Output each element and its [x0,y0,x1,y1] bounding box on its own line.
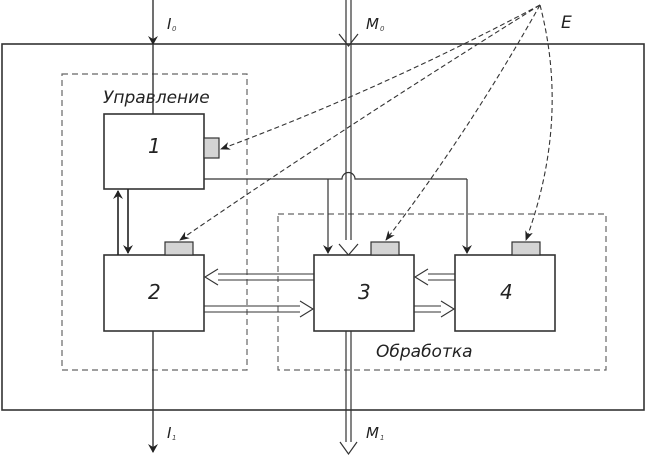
flow-3-to-2 [203,268,314,286]
flow-4-to-3 [413,268,455,286]
block-4-sensor [511,241,541,256]
env-arrow-to-block-3 [385,4,541,241]
svg-text:M: M [366,15,379,33]
control-line-1 [204,171,467,180]
block-1[interactable]: 1 [103,113,205,190]
block-4-label: 4 [500,280,513,304]
env-arrow-to-block-4 [525,4,553,241]
material-input-arrow [338,0,359,256]
block-3[interactable]: 3 [313,254,415,332]
info-input-label: I 0 [167,15,177,33]
svg-text:I: I [167,15,172,33]
block-4[interactable]: 4 [454,254,556,332]
svg-text:0: 0 [380,25,385,33]
block-1-label: 1 [148,134,161,158]
block-3-sensor [370,241,400,256]
svg-text:0: 0 [172,25,177,33]
control-group-boundary [61,73,248,371]
processing-group-label: Обработка [376,342,473,362]
block-3-label: 3 [358,280,371,304]
material-input-label: M 0 [366,15,385,33]
env-arrow-to-block-2 [179,4,541,241]
block-2[interactable]: 2 [103,254,205,332]
flow-3-to-4 [414,300,456,318]
block-2-label: 2 [148,280,161,304]
svg-text:1: 1 [380,434,384,442]
block-2-sensor [164,241,194,256]
svg-text:M: M [366,424,379,442]
environment-label: E [561,13,572,33]
svg-text:I: I [167,424,172,442]
env-arrow-to-block-1 [220,4,541,150]
control-group-label: Управление [103,88,210,108]
info-output-label: I 1 [167,424,176,442]
flow-2-to-3 [204,300,315,318]
svg-text:1: 1 [172,434,176,442]
material-output-arrow [339,331,358,456]
material-output-label: M 1 [366,424,384,442]
system-boundary [1,43,645,411]
processing-group-boundary [277,213,607,371]
block-1-sensor [203,137,220,159]
